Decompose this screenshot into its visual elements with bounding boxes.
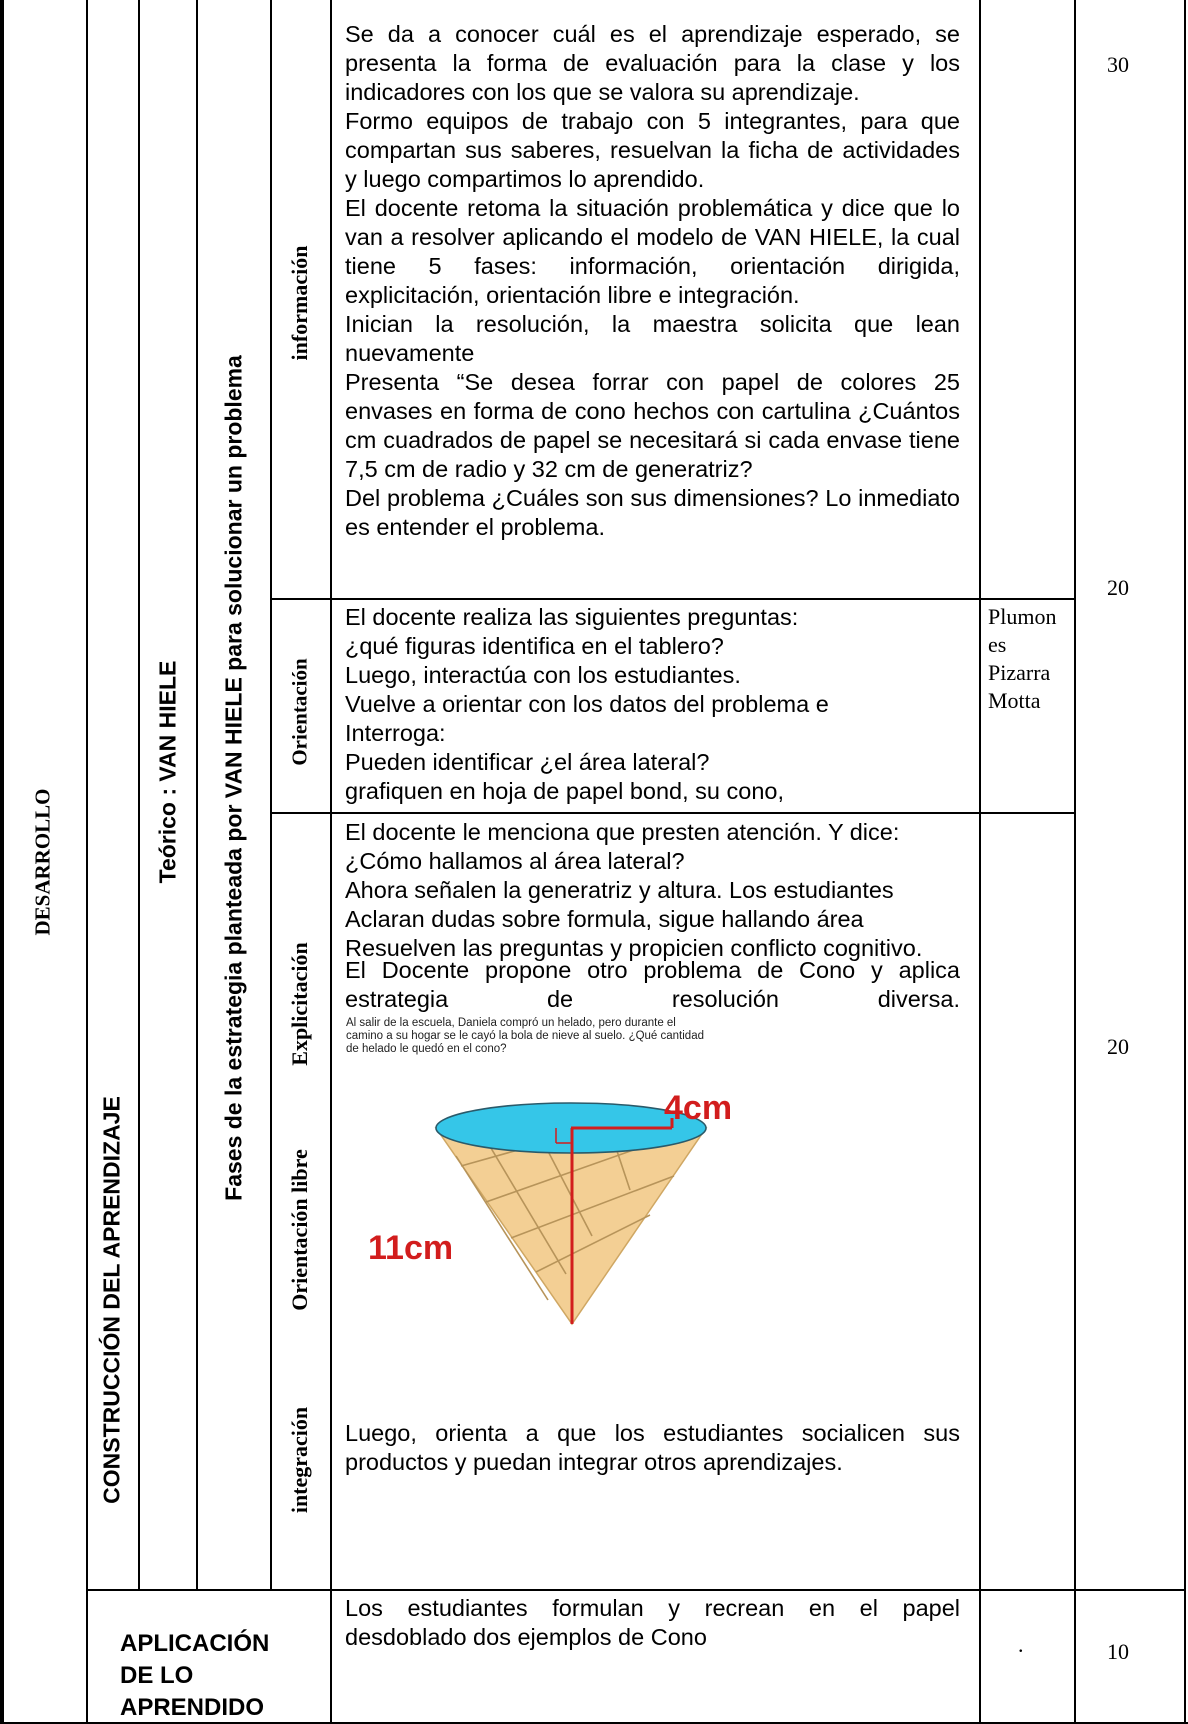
informacion-paragraph: Se da a conocer cuál es el aprendizaje e… bbox=[345, 21, 960, 105]
aplicacion-title: APLICACIÓN DE LO APRENDIDO bbox=[120, 1628, 269, 1724]
time-explicitacion: 20 bbox=[1107, 1034, 1129, 1059]
explicitacion-line: Aclaran dudas sobre formula, sigue halla… bbox=[345, 906, 864, 932]
material-item: Pizarra bbox=[988, 660, 1051, 685]
time-aplicacion: 10 bbox=[1107, 1639, 1129, 1664]
ice-cream-problem-text: Al salir de la escuela, Daniela compró u… bbox=[346, 1017, 704, 1055]
aplicacion-content: Los estudiantes formulan y recrean en el… bbox=[345, 1594, 960, 1652]
explicitacion-line: El docente le menciona que presten atenc… bbox=[345, 819, 900, 845]
explicitacion-line: Resuelven las preguntas y propicien conf… bbox=[345, 935, 923, 961]
radius-label: 4cm bbox=[664, 1089, 733, 1127]
orientacion-line: Vuelve a orientar con los datos del prob… bbox=[345, 691, 829, 717]
aplicacion-material: . bbox=[1018, 1632, 1024, 1657]
material-item: Plumon bbox=[988, 604, 1057, 629]
orientacion-line: Pueden identificar ¿el área lateral? bbox=[345, 749, 710, 775]
orientacion-line: Luego, interactúa con los estudiantes. bbox=[345, 662, 741, 688]
materials-list: Plumon es Pizarra Motta bbox=[988, 603, 1056, 715]
integration-text: Luego, orienta a que los estudiantes soc… bbox=[345, 1420, 960, 1475]
informacion-paragraph: Inician la resolución, la maestra solici… bbox=[345, 311, 960, 366]
material-item: Motta bbox=[988, 688, 1041, 713]
orientacion-line: Interroga: bbox=[345, 720, 446, 746]
height-label: 11cm bbox=[368, 1229, 454, 1267]
orientacion-dirigida-content: El docente realiza las siguientes pregun… bbox=[345, 603, 960, 806]
aplicacion-text: Los estudiantes formulan y recrean en el… bbox=[345, 1595, 960, 1650]
informacion-paragraph: Formo equipos de trabajo con 5 integrant… bbox=[345, 108, 960, 192]
informacion-paragraph: Presenta “Se desea forrar con papel de c… bbox=[345, 369, 960, 482]
explicitacion-line: ¿Cómo hallamos al área lateral? bbox=[345, 848, 685, 874]
aplicacion-title-line: DE LO bbox=[120, 1662, 194, 1689]
explicitacion-line: Ahora señalen la generatriz y altura. Lo… bbox=[345, 877, 894, 903]
aplicacion-title-line: APLICACIÓN bbox=[120, 1630, 270, 1657]
cone-icon bbox=[434, 1102, 708, 1326]
problem-intro: El Docente propone otro problema de Cono… bbox=[345, 956, 960, 1014]
informacion-paragraph: El docente retoma la situación problemát… bbox=[345, 195, 960, 308]
informacion-content: Se da a conocer cuál es el aprendizaje e… bbox=[345, 20, 960, 542]
material-item: es bbox=[988, 632, 1007, 657]
time-orientacion-dirigida: 20 bbox=[1107, 575, 1129, 600]
orientacion-line: ¿qué figuras identifica en el tablero? bbox=[345, 633, 724, 659]
integration-content: Luego, orienta a que los estudiantes soc… bbox=[345, 1419, 960, 1477]
time-informacion: 30 bbox=[1107, 52, 1129, 77]
orientacion-line: grafiquen en hoja de papel bond, su cono… bbox=[345, 778, 785, 804]
orientacion-line: El docente realiza las siguientes pregun… bbox=[345, 604, 799, 630]
aplicacion-title-line: APRENDIDO bbox=[120, 1694, 265, 1721]
informacion-paragraph: Del problema ¿Cuáles son sus dimensiones… bbox=[345, 485, 960, 540]
problem-intro-text: El Docente propone otro problema de Cono… bbox=[345, 957, 960, 1012]
explicitacion-content: El docente le menciona que presten atenc… bbox=[345, 818, 960, 963]
